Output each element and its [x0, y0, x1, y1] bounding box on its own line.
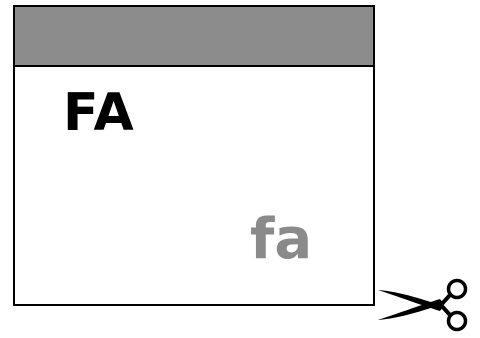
scissors-icon[interactable]	[374, 276, 472, 334]
sample-window: FA fa	[13, 5, 375, 306]
title-bar	[15, 7, 373, 67]
lowercase-text-sample: fa	[250, 207, 313, 272]
uppercase-text-sample: FA	[63, 83, 135, 143]
